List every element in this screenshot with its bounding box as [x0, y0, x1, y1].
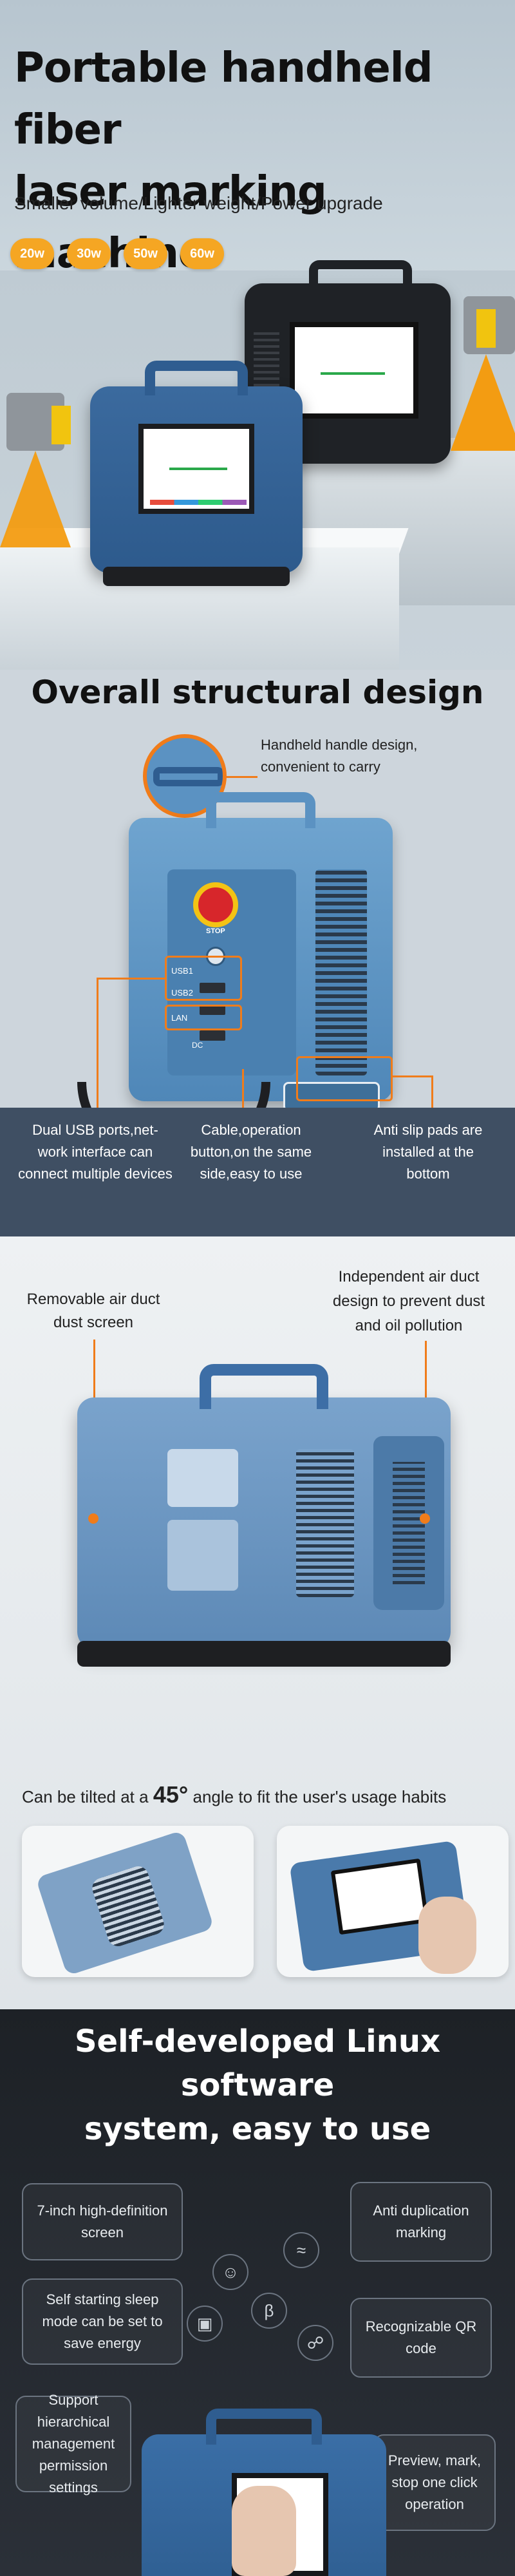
- machine-base: [103, 567, 290, 586]
- machine-handle: [206, 2409, 322, 2445]
- machine-handle: [200, 1364, 328, 1409]
- usb-port-icon: [200, 1005, 225, 1015]
- dust-screen-cover: [167, 1520, 238, 1591]
- usb-icon: ☍: [297, 2325, 333, 2361]
- usb1-label: USB1: [171, 966, 193, 976]
- hero-title-line1: Portable handheld fiber: [14, 44, 433, 154]
- laser-head-label: [52, 406, 71, 444]
- machine-vent: [315, 869, 367, 1075]
- lan-highlight-box: [165, 1005, 242, 1030]
- machine-handle: [309, 260, 412, 292]
- tilted-machine-photo: [22, 1826, 254, 1977]
- machine-screen: [138, 424, 254, 514]
- feature-dup: Anti duplication marking: [350, 2182, 492, 2262]
- software-title-line2: system, easy to use: [84, 2111, 431, 2147]
- feature-permission: Support hierarchical management permissi…: [15, 2392, 131, 2496]
- callout-dot: [88, 1513, 98, 1524]
- air-duct-section: Removable air duct dust screen Independe…: [0, 1236, 515, 2009]
- power-badges: 20w 30w 50w 60w: [10, 238, 224, 269]
- lan-port-icon: [200, 1030, 225, 1041]
- callout-line: [97, 978, 98, 1126]
- callout-line: [97, 978, 165, 980]
- software-section: Self-developed Linux software system, ea…: [0, 2009, 515, 2576]
- software-title-line1: Self-developed Linux software: [74, 2023, 441, 2103]
- pads-feature-text: Anti slip pads are installed at the bott…: [373, 1122, 483, 1182]
- hero-subtitle: Smaller volume/Lighter weight/Power upgr…: [14, 193, 383, 213]
- user-lock-icon: ☺: [212, 2254, 248, 2290]
- laser-cone: [0, 451, 71, 547]
- feature-qr: Recognizable QR code: [350, 2298, 492, 2378]
- tilt-caption: Can be tilted at a 45° angle to fit the …: [22, 1781, 446, 1808]
- callout-dot: [420, 1513, 430, 1524]
- machine-base: [77, 1641, 451, 1667]
- power-badge-30w: 30w: [67, 238, 111, 269]
- ports-feature-text: Dual USB ports,net-work interface can co…: [18, 1122, 173, 1182]
- power-badge-50w: 50w: [124, 238, 167, 269]
- machine-handle: [145, 361, 248, 395]
- lan-label: LAN: [171, 1013, 188, 1023]
- power-badge-60w: 60w: [180, 238, 224, 269]
- callout-line: [393, 1075, 431, 1077]
- foot-highlight-box: [296, 1056, 393, 1101]
- usb-highlight-box: [165, 956, 242, 1001]
- machine-handle: [206, 792, 315, 828]
- machine-back-image: [77, 1364, 451, 1667]
- side-air-duct: [373, 1436, 444, 1610]
- tilt-angle: 45°: [153, 1781, 189, 1808]
- usb2-label: USB2: [171, 988, 193, 998]
- air-duct-callout: Independent air duct design to prevent d…: [332, 1268, 485, 1334]
- laser-head-left-image: [0, 393, 77, 560]
- wifi-icon: ≈: [283, 2232, 319, 2268]
- hand-image: [232, 2486, 296, 2576]
- cable-feature-text: Cable,operation button,on the same side,…: [190, 1122, 312, 1182]
- touchscreen-photo: [277, 1826, 509, 1977]
- callout-line: [225, 776, 258, 778]
- stop-label: STOP: [206, 927, 225, 935]
- feature-band: [0, 1108, 515, 1236]
- dc-label: DC: [192, 1041, 203, 1050]
- feature-sleep: Self starting sleep mode can be set to s…: [22, 2278, 183, 2365]
- bluetooth-icon: β: [251, 2293, 287, 2329]
- usb-port-icon: [200, 983, 225, 993]
- feature-preview: Preview, mark, stop one click operation: [373, 2434, 496, 2531]
- software-title: Self-developed Linux software system, ea…: [0, 2020, 515, 2151]
- structure-section: Overall structural design Handheld handl…: [0, 670, 515, 1236]
- laser-head-right-image: [451, 296, 515, 464]
- blue-laser-machine-image: [90, 361, 303, 586]
- dust-screen: [167, 1449, 238, 1507]
- laser-head-label: [476, 309, 496, 348]
- machine-screen: [290, 322, 418, 419]
- dust-screen-callout: Removable air duct dust screen: [26, 1291, 160, 1331]
- callout-line: [431, 1075, 433, 1127]
- feature-screen: 7-inch high-definition screen: [22, 2183, 183, 2260]
- tilt-prefix: Can be tilted at a: [22, 1787, 149, 1806]
- structure-title: Overall structural design: [31, 674, 484, 711]
- hero-section: Portable handheld fiber laser marking ma…: [0, 0, 515, 670]
- handle-callout: Handheld handle design, convenient to ca…: [261, 737, 418, 775]
- laser-cone: [451, 354, 515, 451]
- power-badge-20w: 20w: [10, 238, 54, 269]
- emergency-stop-icon: [193, 882, 238, 927]
- machine-front-image: [129, 792, 393, 1112]
- qr-scan-icon: ▣: [187, 2306, 223, 2342]
- tilt-suffix: angle to fit the user's usage habits: [192, 1787, 447, 1806]
- air-duct-grill: [296, 1449, 354, 1597]
